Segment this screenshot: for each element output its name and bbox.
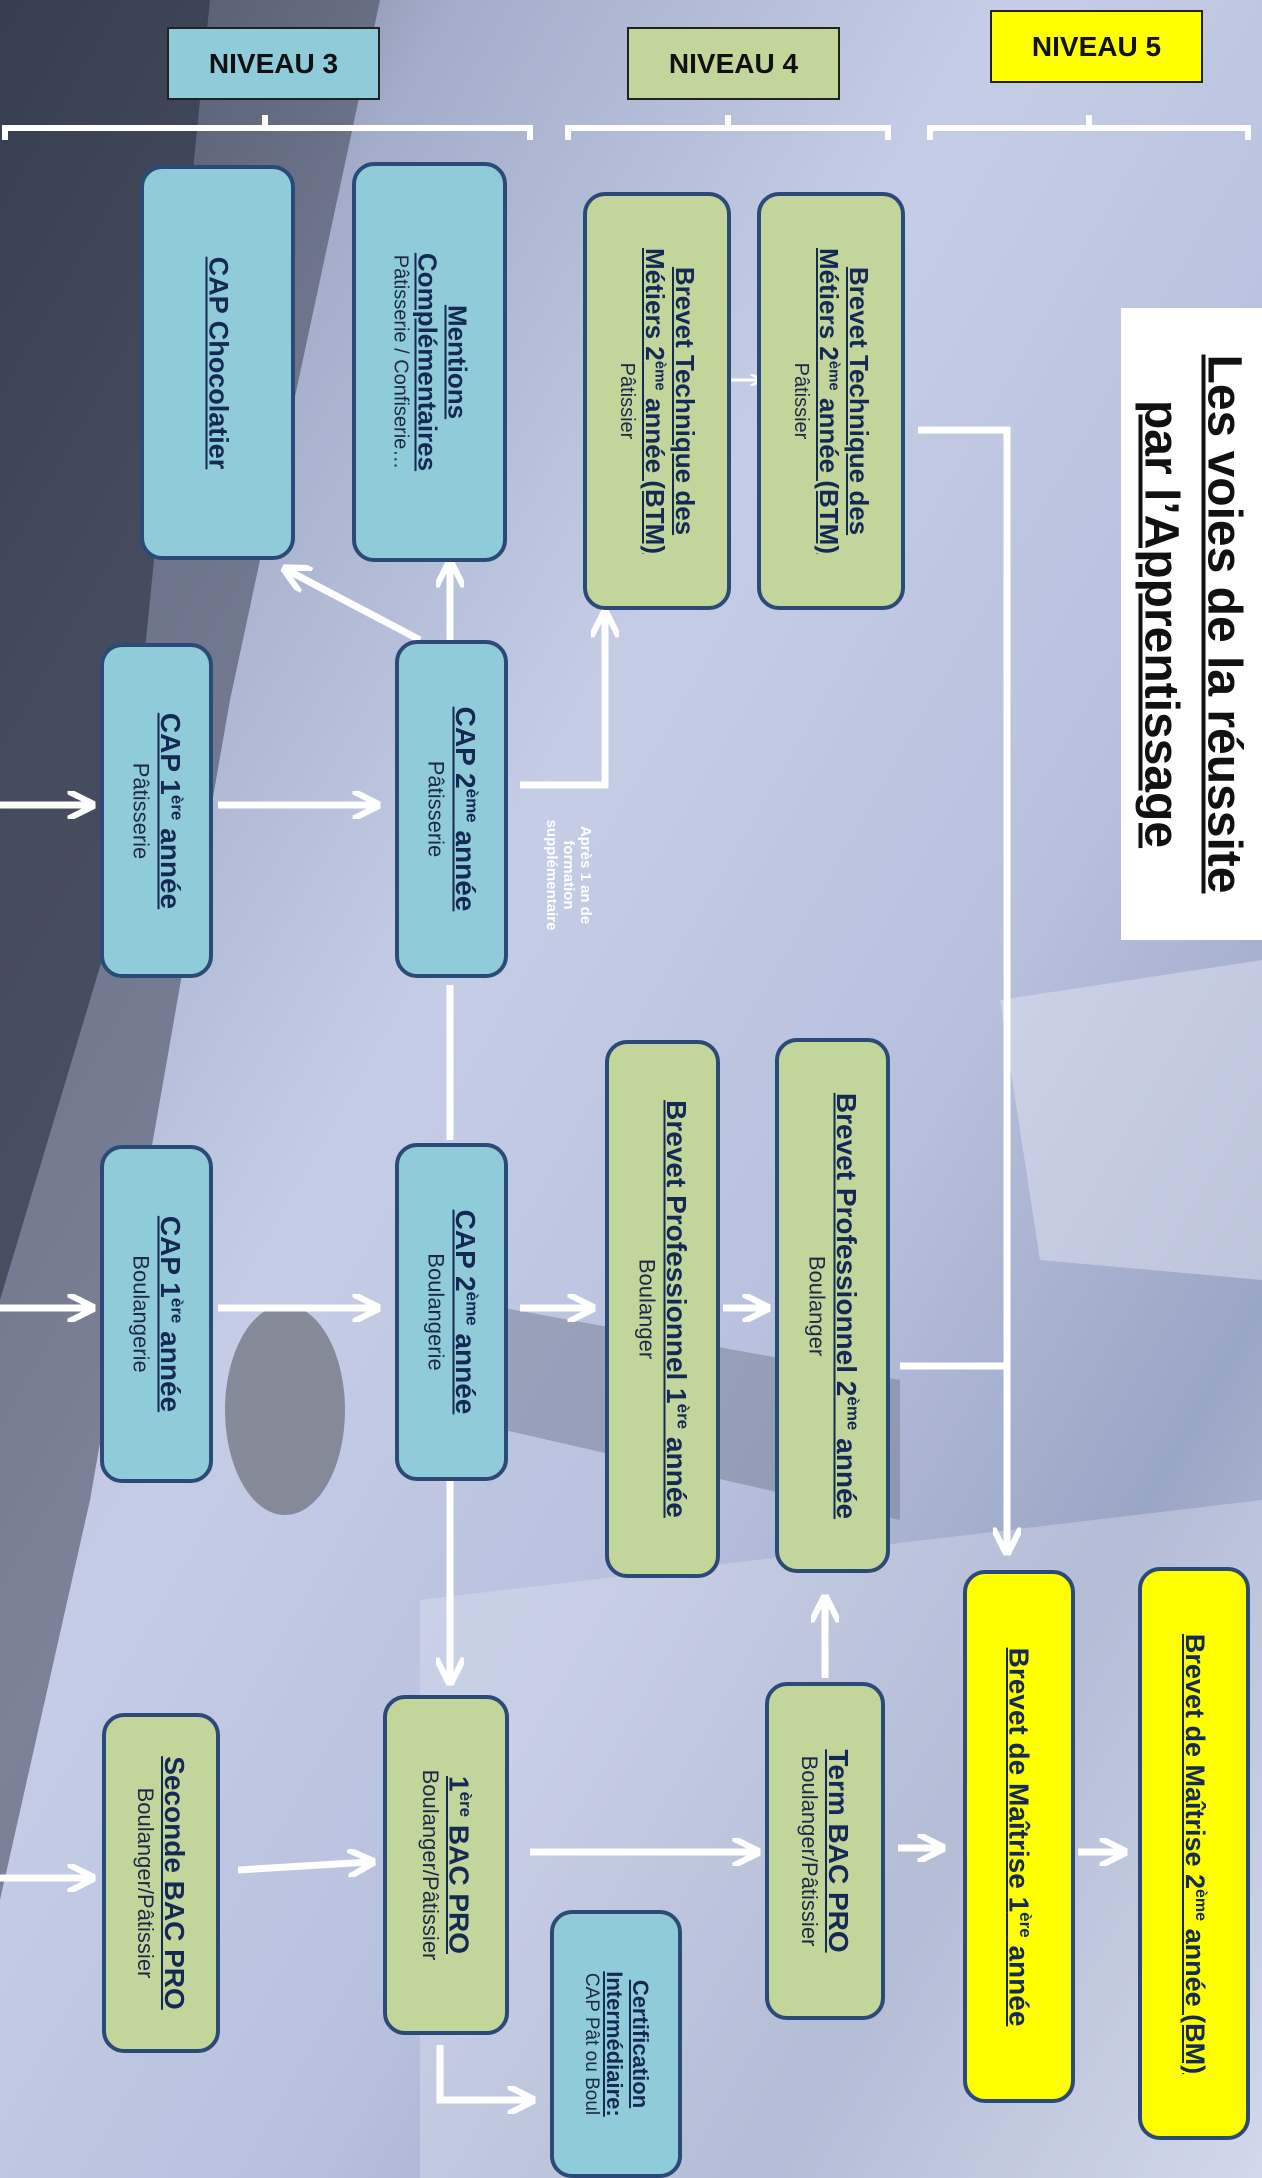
box-cap2-boulangerie: CAP 2ème année Boulangerie bbox=[395, 1143, 508, 1481]
box-cap-chocolatier: CAP Chocolatier bbox=[140, 165, 295, 560]
box-btm-2-a: Brevet Technique des Métiers 2ème année … bbox=[583, 192, 731, 610]
bp2-t2: année bbox=[830, 1429, 862, 1519]
bracket-niveau-3 bbox=[2, 115, 533, 140]
cap1-pat-sup: ère bbox=[166, 794, 186, 820]
cap1-pat-t1: CAP 1 bbox=[154, 712, 186, 795]
premiere-bac-t2: BAC PRO bbox=[444, 1817, 476, 1954]
box-btm-2-b: Brevet Technique des Métiers 2ème année … bbox=[757, 192, 905, 610]
bp2-sub: Boulanger bbox=[804, 1255, 830, 1356]
premiere-bac-sub: Boulanger/Pâtissier bbox=[417, 1769, 443, 1961]
cap1-pat-t2: année bbox=[154, 819, 186, 909]
cap2-pat-sub: Pâtisserie bbox=[423, 760, 449, 858]
btm-a-title-1: Brevet Technique des bbox=[669, 266, 700, 536]
bm1-t2: année bbox=[1003, 1937, 1035, 2026]
bp1-t2: année bbox=[660, 1429, 692, 1518]
box-seconde-bac-pro: Seconde BAC PRO Boulanger/Pâtissier bbox=[102, 1713, 220, 2053]
cap1-boul-sub: Boulangerie bbox=[128, 1255, 154, 1373]
premiere-bac-t1: 1 bbox=[444, 1775, 476, 1792]
arrow-cap2pat-chocolatier bbox=[287, 570, 422, 644]
box-bm-1: Brevet de Maîtrise 1ère année bbox=[963, 1570, 1075, 2103]
btm-b-t2a: Métiers 2 bbox=[814, 248, 844, 361]
btm-b-sup: ème bbox=[825, 360, 843, 391]
btm-a-sub: Pâtissier bbox=[616, 362, 639, 440]
mentions-title-2: Complémentaires bbox=[412, 252, 443, 472]
cap1-boul-t1: CAP 1 bbox=[154, 1215, 186, 1298]
bm1-sup: ère bbox=[1016, 1911, 1036, 1938]
bp1-t1: Brevet Professionnel 1 bbox=[660, 1100, 692, 1404]
box-certification-intermediaire: Certification Intermédiaire: CAP Pât ou … bbox=[550, 1910, 682, 2178]
note-line-2: formation bbox=[560, 840, 578, 910]
box-premiere-bac-pro: 1ère BAC PRO Boulanger/Pâtissier bbox=[383, 1695, 509, 2035]
certif-title-1: Certification bbox=[627, 1979, 653, 2109]
note-line-1: Après 1 an de bbox=[577, 825, 595, 925]
bracket-niveau-4 bbox=[565, 115, 891, 140]
bm2-t1: Brevet de Maîtrise 2 bbox=[1179, 1633, 1210, 1889]
note-line-3: supplémentaire bbox=[543, 819, 561, 931]
cap-chocolatier-title: CAP Chocolatier bbox=[203, 256, 234, 469]
cap2-pat-t2: année bbox=[449, 822, 481, 912]
cap2-boul-sup: ème bbox=[461, 1291, 481, 1326]
bracket-niveau-5 bbox=[927, 115, 1251, 140]
bp1-sub: Boulanger bbox=[634, 1258, 660, 1360]
premiere-bac-sup: ère bbox=[456, 1791, 476, 1818]
level-5-header: NIVEAU 5 bbox=[990, 10, 1203, 83]
box-cap1-boulangerie: CAP 1ère année Boulangerie bbox=[100, 1145, 213, 1483]
bp2-t1: Brevet Professionnel 2 bbox=[830, 1092, 862, 1396]
certif-sub: CAP Pât ou Boul bbox=[581, 1972, 603, 2116]
bp1-sup: ère bbox=[672, 1403, 692, 1430]
box-cap1-patisserie: CAP 1ère année Pâtisserie bbox=[100, 643, 213, 978]
btm-b-title-1: Brevet Technique des bbox=[843, 266, 874, 536]
cap1-boul-sup: ère bbox=[166, 1297, 186, 1324]
mentions-sub: Pâtisserie / Confiserie… bbox=[388, 254, 411, 470]
bm2-sup: ème bbox=[1191, 1888, 1209, 1921]
bm2-t2: année (BM) bbox=[1179, 1920, 1210, 2074]
btm-a-t2b: année (BTM) bbox=[640, 390, 670, 554]
term-bac-sub: Boulanger/Pâtissier bbox=[797, 1755, 823, 1947]
level-4-header: NIVEAU 4 bbox=[627, 27, 840, 100]
box-mentions-complementaires: Mentions Complémentaires Pâtisserie / Co… bbox=[352, 162, 507, 562]
arrow-seconde-premiere bbox=[237, 1862, 370, 1870]
bm1-t1: Brevet de Maîtrise 1 bbox=[1003, 1647, 1035, 1912]
certif-title-2: Intermédiaire: bbox=[602, 1971, 628, 2117]
box-bp-2: Brevet Professionnel 2ème année Boulange… bbox=[775, 1038, 890, 1573]
term-bac-title: Term BAC PRO bbox=[823, 1749, 855, 1953]
seconde-bac-title: Seconde BAC PRO bbox=[159, 1756, 191, 2010]
cap2-boul-t1: CAP 2 bbox=[449, 1209, 481, 1292]
btm-a-sup: ème bbox=[651, 360, 669, 391]
cap1-boul-t2: année bbox=[154, 1323, 186, 1413]
seconde-bac-sub: Boulanger/Pâtissier bbox=[133, 1787, 159, 1979]
box-bp-1: Brevet Professionnel 1ère année Boulange… bbox=[605, 1040, 720, 1578]
cap1-pat-sub: Pâtisserie bbox=[128, 762, 154, 859]
arrow-premiere-certif bbox=[436, 2045, 530, 2100]
box-cap2-patisserie: CAP 2ème année Pâtisserie bbox=[395, 640, 508, 978]
arrow-cap2pat-btm bbox=[520, 615, 605, 789]
btm-a-t2a: Métiers 2 bbox=[640, 248, 670, 361]
note-apres-1-an: Après 1 an de formation supplémentaire bbox=[532, 790, 606, 960]
btm-b-sub: Pâtissier bbox=[790, 362, 813, 440]
btm-b-t2b: année (BTM) bbox=[814, 390, 844, 554]
arrow-btm-bm1 bbox=[918, 426, 1007, 1550]
level-3-header: NIVEAU 3 bbox=[167, 27, 380, 100]
box-bm-2: Brevet de Maîtrise 2ème année (BM) bbox=[1138, 1567, 1250, 2140]
box-term-bac-pro: Term BAC PRO Boulanger/Pâtissier bbox=[765, 1682, 885, 2020]
cap2-boul-sub: Boulangerie bbox=[423, 1253, 449, 1371]
cap2-pat-t1: CAP 2 bbox=[449, 706, 481, 789]
bp2-sup: ème bbox=[842, 1395, 862, 1430]
cap2-boul-t2: année bbox=[449, 1325, 481, 1415]
cap2-pat-sup: ème bbox=[461, 788, 481, 823]
mentions-title-1: Mentions bbox=[442, 304, 473, 420]
title-panel: Les voies de la réussite par l’Apprentis… bbox=[1121, 308, 1262, 940]
